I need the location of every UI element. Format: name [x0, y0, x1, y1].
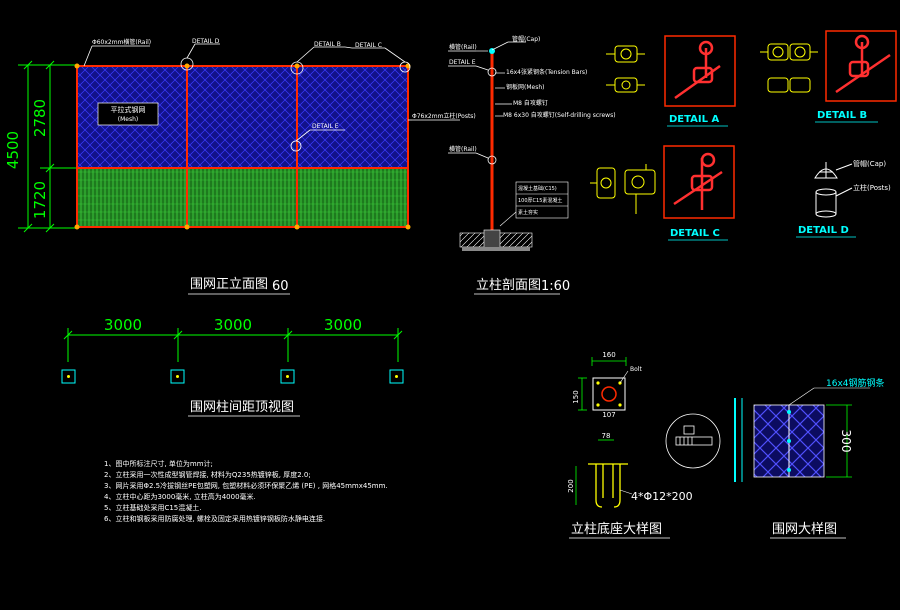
mesh-detail-bolt: [675, 425, 713, 446]
callout-detail-e: DETAIL E: [312, 123, 339, 130]
note-1: 1、图中所标注尺寸, 单位为mm计;: [104, 459, 213, 468]
plan-span-2: 3000: [214, 316, 252, 334]
base-dim-inner: 107: [602, 411, 615, 419]
detail-drawings: DETAIL A DETAIL B: [590, 30, 897, 241]
callout-post: Φ76x2mm立柱(Posts): [412, 112, 476, 120]
elevation-caption-scale: 60: [272, 279, 289, 294]
base-bolt-label: Bolt: [630, 366, 642, 373]
section-detail-e: DETAIL E: [449, 59, 476, 66]
dim-lower-height: 1720: [31, 181, 49, 219]
elevation-callouts: [83, 43, 460, 152]
plan-span-1: 3000: [104, 316, 142, 334]
foundation-note-box: [515, 181, 569, 219]
general-notes: 1、图中所标注尺寸, 单位为mm计; 2、立柱采用一次性成型钢管焊接, 材料为Q…: [104, 459, 388, 523]
anchor-rebar: [588, 463, 628, 508]
detail-d-cap-label: 管帽(Cap): [853, 159, 886, 168]
mesh-detail-bolt-circle: [665, 413, 721, 469]
elevation-dimensions: [18, 60, 78, 233]
fence-elevation: 4500 2780 1720: [4, 38, 476, 295]
base-plate: [592, 377, 626, 411]
fence-frame: [76, 65, 409, 228]
detail-d-post-label: 立柱(Posts): [853, 183, 891, 192]
detail-b-title: DETAIL B: [817, 110, 867, 121]
foundation-note-2: 100厚C15素混凝土: [518, 197, 562, 204]
detail-a-frame: [664, 35, 736, 107]
mesh-label-line1: 平拉式钢网: [111, 105, 146, 114]
detail-c-frame: [663, 145, 735, 219]
detail-a-part: [674, 40, 721, 100]
post-base-detail: 160 150 107 78 200 Bolt 4*Φ12*200 立柱底座大样…: [567, 351, 693, 539]
detail-d-cap: [814, 162, 853, 218]
plan-span-3: 3000: [324, 316, 362, 334]
plan-caption: 围网柱间距顶视图: [190, 400, 294, 415]
section-caption-scale: 1:60: [541, 279, 570, 294]
post-plan-view: 3000 3000 3000 围网柱间距顶视图: [61, 316, 404, 417]
section-bottom-rail: 横管(Rail): [449, 145, 477, 153]
detail-a-title: DETAIL A: [669, 114, 719, 125]
base-caption: 立柱底座大样图: [571, 521, 662, 537]
callout-detail-c: DETAIL C: [355, 42, 382, 49]
post-dots: [74, 63, 411, 230]
detail-d-title: DETAIL D: [798, 225, 849, 236]
detail-b-frame: [825, 30, 897, 102]
base-rebar-label: 4*Φ12*200: [631, 490, 693, 503]
foundation-base: [462, 247, 530, 251]
foundation-note-3: 素土夯实: [518, 209, 538, 216]
section-rail-label: 横管(Rail): [449, 43, 477, 51]
section-mesh-label: 钢板网(Mesh): [506, 83, 544, 91]
lower-mesh-panel: [78, 168, 408, 226]
dim-upper-height: 2780: [31, 99, 49, 137]
post-section: 管帽(Cap) 横管(Rail) DETAIL E 16x4张紧钢条(Tensi…: [448, 35, 616, 295]
mesh-detail-dim: 300: [839, 430, 853, 453]
mesh-label-line2: (Mesh): [118, 116, 138, 123]
note-6: 6、立柱和钢板采用防腐处理, 螺栓及固定采用热镀锌钢板防水静电连接.: [104, 514, 325, 523]
detail-b-part: [835, 34, 891, 94]
callout-rail-top-left: Φ60x2mm横管(Rail): [92, 38, 151, 46]
note-2: 2、立柱采用一次性成型钢管焊接, 材料为Q235热镀锌板, 厚度2.0;: [104, 470, 311, 479]
detail-c-part: [673, 152, 723, 210]
detail-c-title: DETAIL C: [670, 228, 720, 239]
section-cap-label: 管帽(Cap): [512, 35, 540, 43]
note-4: 4、立柱中心距为3000毫米, 立柱高为4000毫米.: [104, 492, 256, 501]
dim-total-height: 4500: [4, 131, 22, 169]
elevation-caption: 围网正立面图: [190, 277, 268, 292]
mesh-label-box: [97, 102, 159, 126]
section-tension-bar: 16x4张紧钢条(Tension Bars): [506, 68, 587, 76]
callout-detail-b: DETAIL B: [314, 41, 341, 48]
section-anchor-sub: M8 6x30 自攻螺钉(Self-drilling screws): [503, 111, 616, 119]
base-dim-side: 150: [572, 390, 580, 403]
base-dim-top: 160: [602, 351, 615, 359]
section-caption: 立柱剖面图: [476, 278, 541, 293]
detail-a-sketches: [606, 45, 645, 93]
note-5: 5、立柱基础处采用C15混凝土.: [104, 503, 201, 512]
section-anchor-label: M8 自攻螺钉: [513, 99, 548, 107]
detail-c-sketches: [590, 164, 656, 214]
base-dim-height: 200: [567, 479, 575, 492]
mesh-detail: 16x4钢筋钢条 300 围网大样图: [665, 377, 885, 539]
mesh-detail-caption: 围网大样图: [772, 522, 837, 537]
mesh-detail-strip-label: 16x4钢筋钢条: [826, 377, 885, 389]
callout-detail-d: DETAIL D: [192, 38, 220, 45]
base-dim-small: 78: [602, 432, 611, 440]
note-3: 3、网片采用Φ2.5冷拔钢丝PE包塑网, 包塑材料必须环保聚乙烯 (PE) , …: [104, 481, 388, 490]
foundation-note-1: 混凝土基础(C15): [518, 185, 557, 192]
detail-b-sketches: [760, 43, 818, 93]
